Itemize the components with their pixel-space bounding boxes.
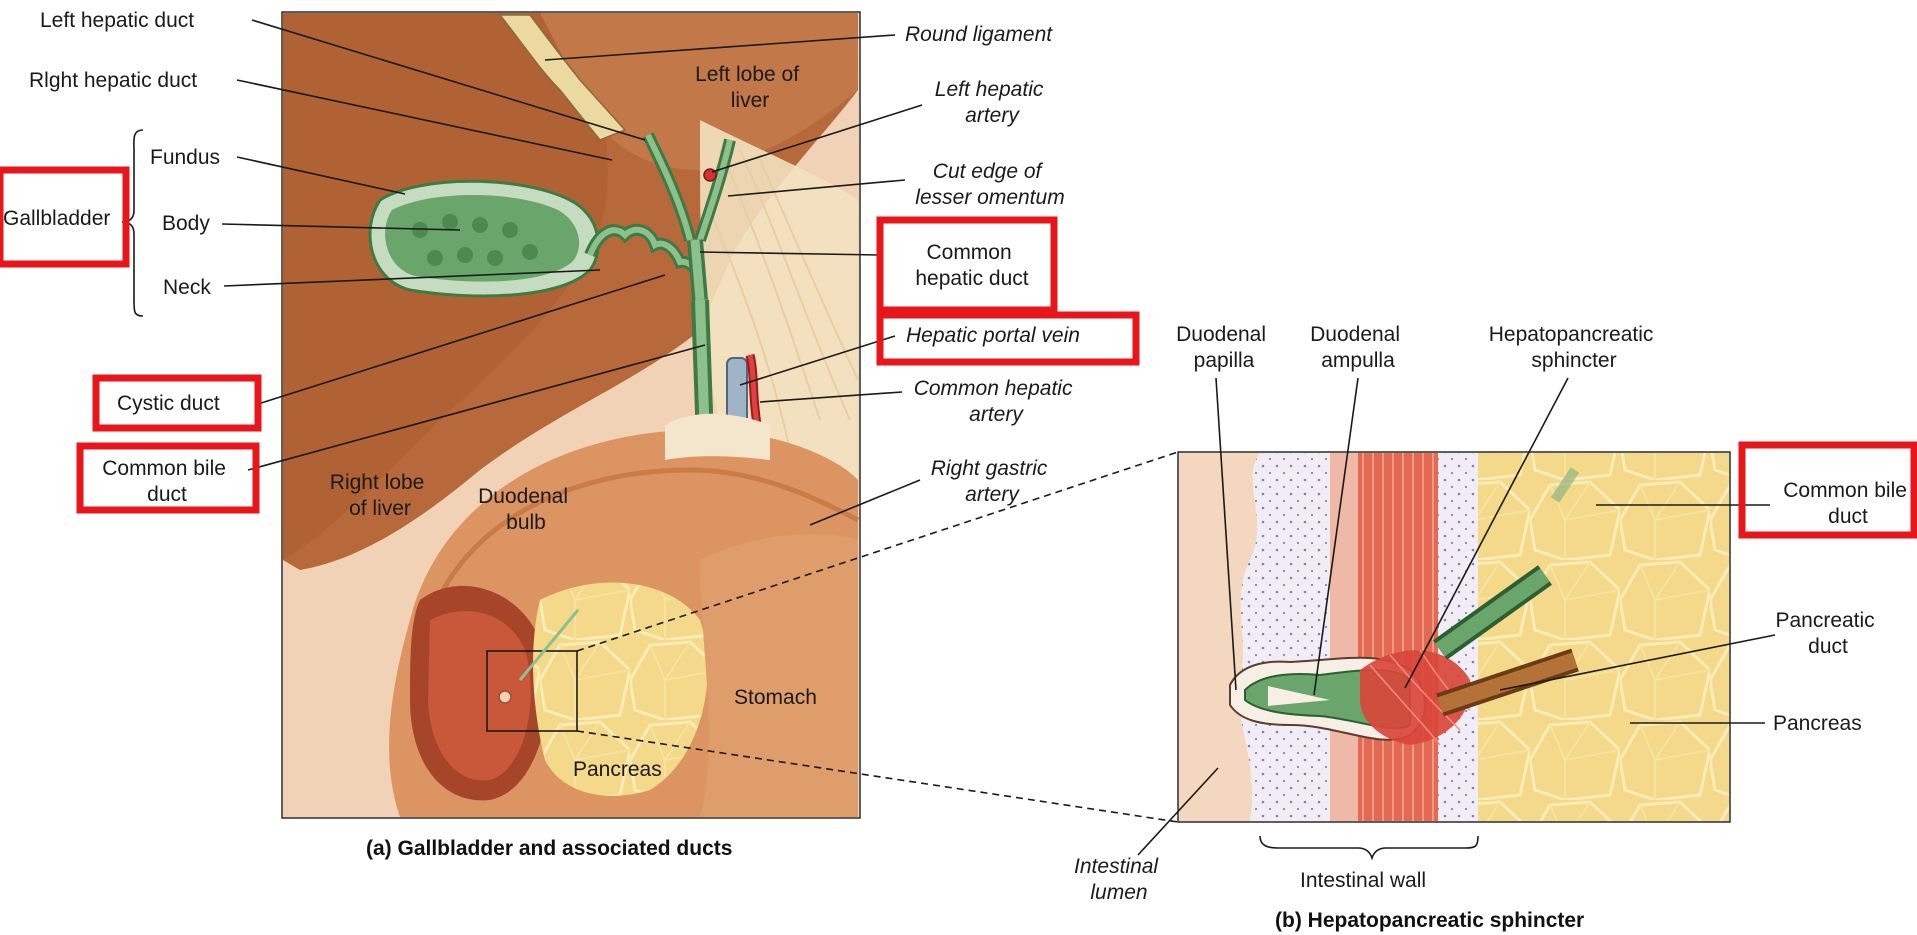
highlight-common-hepatic-duct [880, 220, 1054, 310]
label-intestinal-lumen: Intestinal lumen [1074, 855, 1164, 904]
label-hepatopancreatic-sphincter: Hepatopancreatic sphincter [1489, 323, 1659, 372]
label-round-ligament: Round ligament [905, 23, 1053, 46]
label-common-bile-duct-b: Common bile duct [1783, 479, 1913, 528]
caption-b: (b) Hepatopancreatic sphincter [1275, 909, 1584, 932]
label-left-hepatic-duct: Left hepatic duct [40, 9, 194, 32]
label-hepatic-portal-vein: Hepatic portal vein [906, 324, 1080, 347]
label-neck: Neck [163, 276, 211, 299]
label-right-hepatic-duct: Rlght hepatic duct [29, 69, 197, 92]
label-pancreatic-duct: Pancreatic duct [1775, 609, 1880, 658]
label-stomach: Stomach [734, 686, 817, 709]
label-gallbladder: Gallbladder [3, 207, 110, 230]
label-cut-edge-lesser-omentum: Cut edge of lesser omentum [915, 160, 1064, 209]
label-common-hepatic-artery: Common hepatic artery [914, 377, 1079, 426]
label-pancreas-a: Pancreas [573, 758, 662, 781]
label-intestinal-wall: Intestinal wall [1300, 869, 1426, 892]
panel-b-illustration [1178, 452, 1730, 822]
label-common-hepatic-duct: Common hepatic duct [915, 241, 1028, 290]
stomach-shape [700, 534, 858, 817]
caption-a: (a) Gallbladder and associated ducts [366, 837, 732, 860]
label-duodenal-ampulla: Duodenal ampulla [1310, 323, 1406, 372]
label-body: Body [162, 212, 210, 235]
intestinal-wall-bracket [1260, 836, 1478, 858]
label-pancreas-b: Pancreas [1773, 712, 1862, 735]
label-duodenal-papilla: Duodenal papilla [1176, 323, 1272, 372]
label-common-bile-duct-a: Common bile duct [102, 457, 232, 506]
label-left-hepatic-artery: Left hepatic artery [935, 78, 1049, 127]
label-fundus: Fundus [150, 146, 220, 169]
label-cystic-duct: Cystic duct [117, 392, 220, 415]
